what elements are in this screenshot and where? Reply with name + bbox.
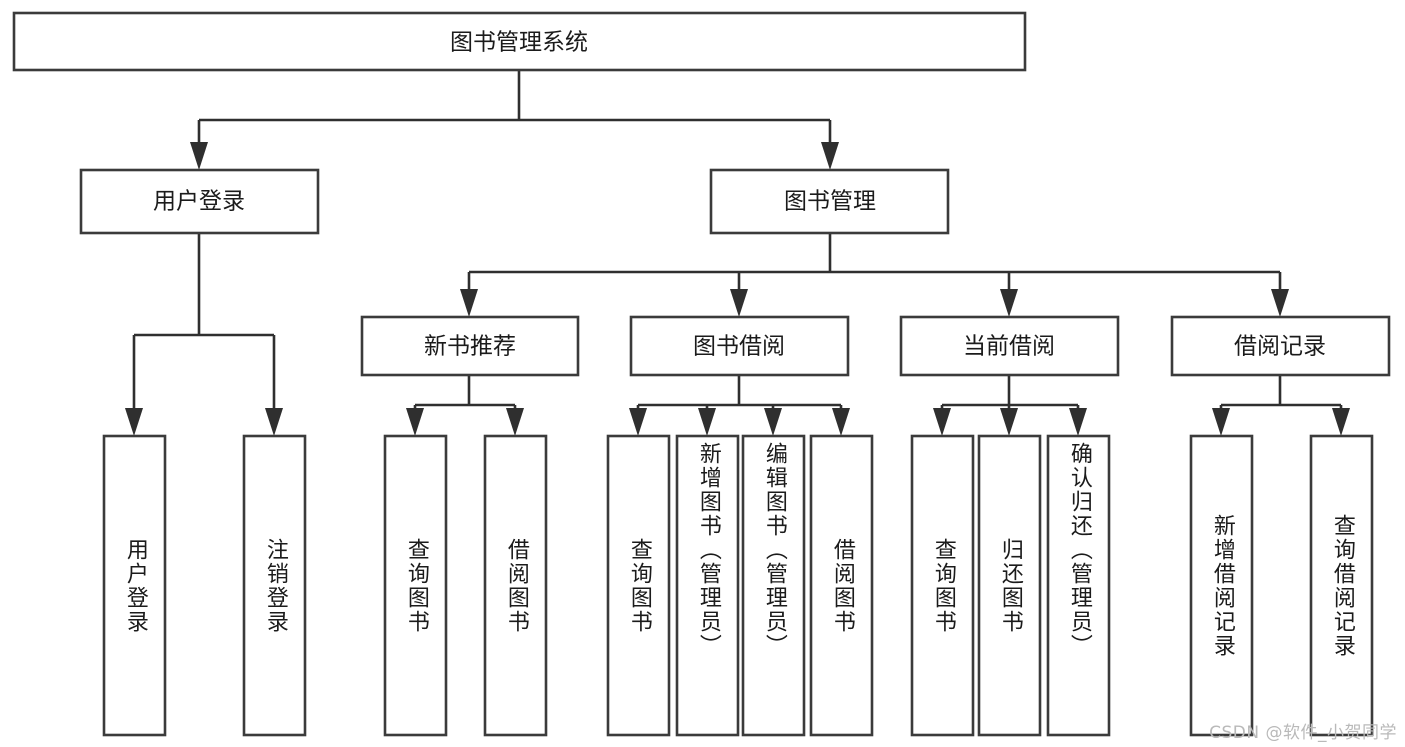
arrow-borrow-leaf-4: [832, 408, 850, 436]
arrow-recommend-leaf-1: [406, 408, 424, 436]
node-book-manage-label: 图书管理: [784, 189, 876, 215]
edge-group: [125, 70, 1350, 436]
node-user-login-box[interactable]: [79, 168, 320, 235]
node-leaf-query-book-1-box[interactable]: [383, 434, 448, 737]
arrow-root-to-user-login: [190, 142, 208, 170]
arrow-bm-to-record: [1271, 289, 1289, 317]
arrow-recommend-leaf-2: [506, 408, 524, 436]
arrow-bm-to-recommend: [460, 289, 478, 317]
node-book-manage-box[interactable]: [709, 168, 950, 235]
node-leaf-add-book-box[interactable]: [675, 434, 740, 737]
node-new-book-recommend-label: 新书推荐: [424, 334, 516, 360]
node-leaf-edit-book-box[interactable]: [741, 434, 806, 737]
node-borrow-record-box[interactable]: [1170, 315, 1391, 377]
arrow-borrow-leaf-2: [698, 408, 716, 436]
arrow-current-leaf-2: [1000, 408, 1018, 436]
arrow-root-to-book-manage: [821, 142, 839, 170]
node-leaf-query-book-2-box[interactable]: [606, 434, 671, 737]
arrow-bm-to-current: [1000, 289, 1018, 317]
node-leaf-query-record-box[interactable]: [1309, 434, 1374, 737]
node-root-box[interactable]: [12, 11, 1027, 72]
arrow-userlogin-leaf-2: [265, 408, 283, 436]
node-leaf-confirm-return-box[interactable]: [1046, 434, 1111, 737]
node-group: 图书管理系统 用户登录 图书管理 新书推荐 图书借阅 当前借阅 借阅记录: [12, 11, 1391, 737]
node-leaf-borrow-book-2-box[interactable]: [809, 434, 874, 737]
arrow-current-leaf-1: [933, 408, 951, 436]
arrow-current-leaf-3: [1069, 408, 1087, 436]
node-user-login-label: 用户登录: [153, 189, 245, 215]
arrow-borrow-leaf-3: [764, 408, 782, 436]
node-leaf-borrow-book-1-box[interactable]: [483, 434, 548, 737]
arrow-userlogin-leaf-1: [125, 408, 143, 436]
node-new-book-recommend-box[interactable]: [360, 315, 580, 377]
arrow-record-leaf-2: [1332, 408, 1350, 436]
node-leaf-return-book-box[interactable]: [977, 434, 1042, 737]
node-leaf-query-book-3-box[interactable]: [910, 434, 975, 737]
node-borrow-record-label: 借阅记录: [1234, 334, 1326, 360]
node-book-borrow-box[interactable]: [629, 315, 850, 377]
node-leaf-user-login-box[interactable]: [102, 434, 167, 737]
arrow-borrow-leaf-1: [629, 408, 647, 436]
node-root-label: 图书管理系统: [450, 30, 588, 56]
node-book-borrow-label: 图书借阅: [693, 334, 785, 360]
arrow-record-leaf-1: [1212, 408, 1230, 436]
node-leaf-add-record-box[interactable]: [1189, 434, 1254, 737]
node-current-borrow-label: 当前借阅: [963, 334, 1055, 360]
arrow-bm-to-borrow: [730, 289, 748, 317]
node-leaf-logout-box[interactable]: [242, 434, 307, 737]
csdn-watermark: CSDN @软件_小贺同学: [1209, 723, 1397, 743]
node-current-borrow-box[interactable]: [899, 315, 1120, 377]
